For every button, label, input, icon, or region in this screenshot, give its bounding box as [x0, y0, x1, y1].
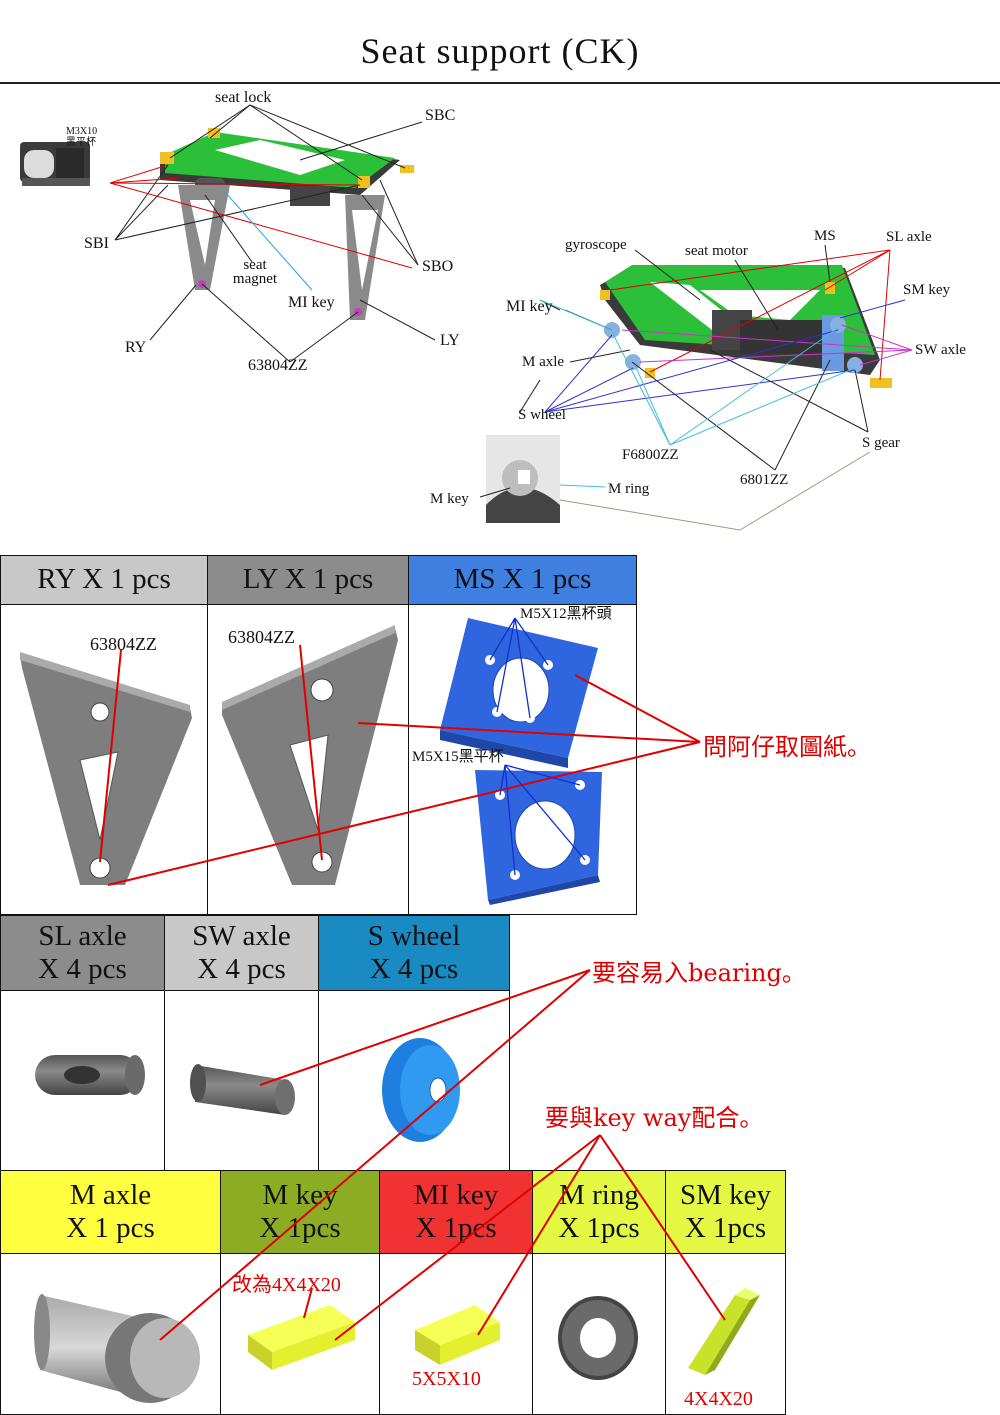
header-m-key: M key X 1pcs — [220, 1170, 380, 1254]
label-ly: LY — [440, 332, 460, 349]
label-sbi: SBI — [84, 235, 109, 252]
header-m-axle: M axle X 1 pcs — [0, 1170, 221, 1254]
note-get-drawings: 問阿仔取圖紙。 — [703, 733, 871, 761]
header-ry: RY X 1 pcs — [0, 555, 208, 605]
label-m-ring: M ring — [608, 481, 650, 497]
label-ms: MS — [814, 228, 836, 244]
label-s-wheel: S wheel — [518, 407, 566, 423]
ms-screw-top-label: M5X12黑杯頭 — [520, 606, 612, 622]
assembly-drawings — [20, 104, 913, 531]
right-seat-assembly — [600, 265, 892, 388]
label-6801zz: 6801ZZ — [740, 472, 789, 488]
ry-bearing-label: 63804ZZ — [90, 634, 157, 654]
label-seat-motor: seat motor — [685, 243, 748, 259]
cell-m-ring — [532, 1253, 666, 1415]
header-ly: LY X 1 pcs — [207, 555, 409, 605]
left-seat-assembly — [160, 128, 414, 320]
page-title: Seat support (CK) — [360, 31, 640, 71]
header-s-wheel: S wheel X 4 pcs — [318, 915, 510, 991]
label-63804zz: 63804ZZ — [248, 357, 308, 374]
label-sm-key: SM key — [903, 282, 951, 298]
label-m3x10: M3X10 — [66, 126, 98, 137]
label-sbo: SBO — [422, 258, 454, 275]
label-m-axle: M axle — [522, 354, 565, 370]
ms-screw-bottom-label: M5X15黑平杯 — [412, 749, 504, 765]
label-sbc: SBC — [425, 107, 456, 124]
header-sw-axle: SW axle X 4 pcs — [164, 915, 319, 991]
label-s-gear: S gear — [862, 435, 900, 451]
cell-sw-axle — [164, 990, 319, 1171]
ly-bearing-label: 63804ZZ — [228, 627, 295, 647]
label-sw-axle: SW axle — [915, 342, 966, 358]
note-keyway-fit: 要與key way配合。 — [545, 1104, 764, 1132]
note-bearing-fit: 要容易入bearing。 — [592, 959, 806, 987]
label-seat-magnet: seat magnet — [232, 257, 278, 288]
gear-photo — [486, 435, 560, 523]
label-f6800zz: F6800ZZ — [622, 447, 679, 463]
label-sl-axle: SL axle — [886, 229, 932, 245]
cell-m-axle — [0, 1253, 221, 1415]
m-key-change-note: 改為4X4X20 — [232, 1274, 341, 1296]
mi-key-size-label: 5X5X10 — [412, 1368, 481, 1390]
header-mi-key: MI key X 1pcs — [379, 1170, 533, 1254]
label-gyroscope: gyroscope — [565, 237, 627, 253]
label-ry: RY — [125, 339, 147, 356]
label-mi-key-left: MI key — [288, 294, 335, 311]
label-seat-lock: seat lock — [215, 89, 272, 106]
label-mi-key-right: MI key — [506, 298, 553, 315]
header-sl-axle: SL axle X 4 pcs — [0, 915, 165, 991]
label-m-key: M key — [430, 491, 469, 507]
cell-s-wheel — [318, 990, 510, 1171]
header-ms: MS X 1 pcs — [408, 555, 637, 605]
cell-sl-axle — [0, 990, 165, 1171]
cell-ly — [207, 604, 409, 915]
m3x10-clamp-illustration — [20, 142, 90, 186]
header-sm-key: SM key X 1pcs — [665, 1170, 786, 1254]
label-m3x10-cn: 黑平杯 — [66, 137, 96, 148]
sm-key-size-label: 4X4X20 — [684, 1388, 753, 1410]
header-m-ring: M ring X 1pcs — [532, 1170, 666, 1254]
title-divider — [0, 82, 1000, 84]
